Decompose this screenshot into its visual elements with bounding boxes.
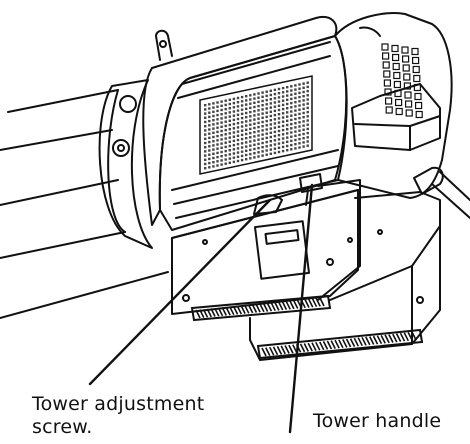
front-grille xyxy=(199,75,313,175)
screw-label-line1: Tower adjustment xyxy=(32,393,205,415)
rear-cap xyxy=(334,12,470,219)
handle-leader-line xyxy=(288,183,314,434)
tower-adjustment-screw-label: Tower adjustment screw. xyxy=(32,393,204,439)
lens-ring xyxy=(98,79,153,249)
bottom-vent-upper xyxy=(190,294,332,322)
tower-handle xyxy=(253,173,323,215)
tower-upper xyxy=(171,179,361,315)
rear-vent xyxy=(381,43,423,119)
tower-handle-label: Tower handle xyxy=(313,410,442,432)
screw-label-line2: screw. xyxy=(32,416,93,438)
bottom-vent-lower xyxy=(256,328,424,360)
screw-leader-line xyxy=(88,198,272,386)
tower-lower xyxy=(249,191,441,361)
lens-tube xyxy=(0,89,169,319)
